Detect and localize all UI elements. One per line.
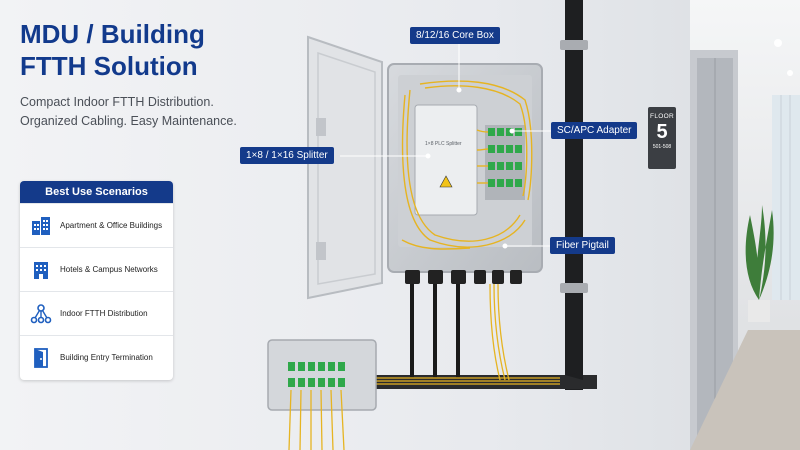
use-case-item: Indoor FTTH Distribution bbox=[20, 291, 173, 335]
floor-sign: FLOOR 5 501-508 bbox=[648, 107, 676, 169]
use-case-panel: Best Use Scenarios Apartment & Office Bu… bbox=[20, 181, 173, 380]
plant-leaves bbox=[745, 205, 774, 300]
callout-sc-apc-adapter: SC/APC Adapter bbox=[551, 122, 638, 139]
fiber-loops bbox=[401, 80, 533, 250]
use-case-label: Apartment & Office Buildings bbox=[60, 220, 163, 230]
small-box-adapters bbox=[288, 362, 345, 387]
adapter-panel bbox=[485, 125, 525, 200]
use-case-label: Building Entry Termination bbox=[60, 352, 153, 362]
callout-leaders bbox=[340, 44, 551, 249]
pigtail-bundle bbox=[372, 283, 560, 385]
warning-icon bbox=[439, 175, 453, 188]
vertical-conduit bbox=[565, 0, 583, 390]
callout-fiber-pigtail: Fiber Pigtail bbox=[550, 237, 615, 254]
plant-pot bbox=[748, 300, 770, 322]
floor-number: 5 bbox=[656, 121, 668, 143]
use-case-item: Hotels & Campus Networks bbox=[20, 247, 173, 291]
page-title: MDU / Building FTTH Solution bbox=[20, 18, 300, 82]
tagline-line-1: Compact Indoor FTTH Distribution. bbox=[20, 95, 214, 109]
corridor-window bbox=[772, 95, 800, 300]
floor-range: 501-508 bbox=[652, 144, 672, 150]
box-door bbox=[307, 35, 383, 300]
splitter-print: 1×8 PLC Splitter bbox=[425, 141, 462, 147]
small-distribution-box bbox=[267, 339, 377, 411]
use-case-label: Hotels & Campus Networks bbox=[60, 264, 158, 274]
use-case-item: Building Entry Termination bbox=[20, 335, 173, 379]
horizontal-duct bbox=[365, 375, 597, 389]
plc-splitter bbox=[414, 104, 478, 216]
buildings-icon bbox=[32, 216, 50, 235]
hotel-icon bbox=[34, 261, 48, 279]
callout-core-box: 8/12/16 Core Box bbox=[410, 27, 500, 44]
network-nodes-icon bbox=[30, 303, 52, 323]
callout-splitter: 1×8 / 1×16 Splitter bbox=[240, 147, 334, 164]
corridor-floor bbox=[690, 330, 800, 450]
title-line-2: FTTH Solution bbox=[20, 51, 198, 81]
title-line-1: MDU / Building bbox=[20, 19, 205, 49]
use-case-label: Indoor FTTH Distribution bbox=[60, 308, 148, 318]
use-case-header: Best Use Scenarios bbox=[20, 181, 173, 203]
tagline: Compact Indoor FTTH Distribution. Organi… bbox=[20, 93, 310, 131]
door-icon bbox=[34, 347, 48, 368]
cable-glands bbox=[405, 270, 522, 284]
floor-label: FLOOR bbox=[650, 113, 674, 120]
drop-cables bbox=[410, 284, 460, 378]
tagline-line-2: Organized Cabling. Easy Maintenance. bbox=[20, 114, 237, 128]
small-box-fibers bbox=[288, 389, 345, 450]
use-case-item: Apartment & Office Buildings bbox=[20, 203, 173, 247]
